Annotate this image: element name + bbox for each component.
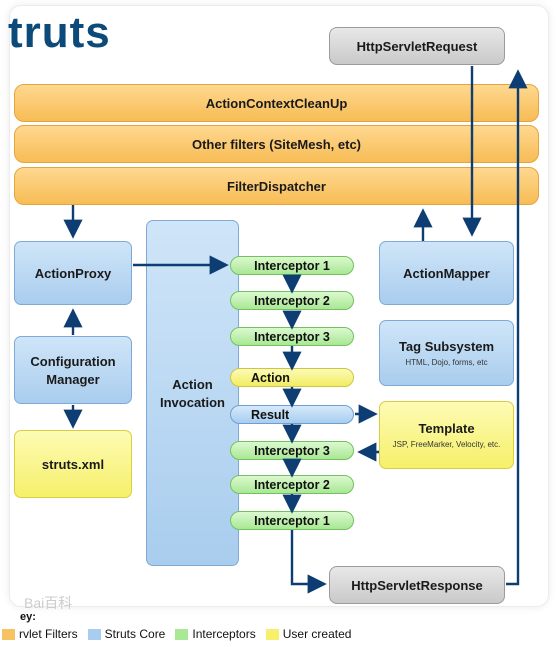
watermark: Bai百科	[24, 595, 73, 611]
legend: rvlet Filters Struts Core Interceptors U…	[0, 626, 351, 642]
legend-swatch-filters	[2, 628, 15, 640]
configuration-manager-line1: Configuration	[30, 353, 116, 369]
http-servlet-request: HttpServletRequest	[329, 27, 505, 65]
action-invocation: Action Invocation	[146, 220, 239, 566]
action-invocation-line2: Invocation	[159, 394, 225, 410]
interceptor-1-top: Interceptor 1	[230, 256, 354, 275]
http-servlet-response: HttpServletResponse	[329, 566, 505, 604]
tag-subsystem-subtitle: HTML, Dojo, forms, etc	[405, 358, 488, 367]
template-title: Template	[418, 421, 475, 436]
interceptor-2-bottom: Interceptor 2	[230, 475, 354, 494]
template: Template JSP, FreeMarker, Velocity, etc.	[379, 401, 514, 469]
result-pill: Result	[230, 405, 354, 424]
legend-label-interceptors: Interceptors	[192, 627, 256, 641]
legend-key: ey:	[20, 611, 36, 623]
legend-swatch-core	[87, 628, 101, 640]
legend-label-filters: rvlet Filters	[19, 627, 78, 641]
tag-subsystem-title: Tag Subsystem	[398, 339, 495, 354]
action-mapper: ActionMapper	[379, 241, 514, 305]
action-context-cleanup-filter: ActionContextCleanUp	[14, 84, 539, 122]
struts-xml: struts.xml	[14, 430, 132, 498]
arrow-response-up	[506, 69, 528, 586]
legend-swatch-user	[265, 628, 279, 640]
legend-swatch-interceptors	[175, 628, 189, 640]
configuration-manager-line2: Manager	[46, 371, 100, 387]
action-invocation-line1: Action	[172, 376, 213, 392]
interceptor-1-bottom: Interceptor 1	[230, 511, 354, 530]
diagram-border	[9, 5, 549, 607]
struts-logo: truts	[8, 8, 111, 57]
interceptor-3-bottom: Interceptor 3	[230, 441, 354, 460]
interceptor-2-top: Interceptor 2	[230, 291, 354, 310]
tag-subsystem: Tag Subsystem HTML, Dojo, forms, etc	[379, 320, 514, 386]
configuration-manager: Configuration Manager	[14, 336, 132, 404]
template-subtitle: JSP, FreeMarker, Velocity, etc.	[392, 440, 501, 449]
legend-label-user: User created	[282, 627, 352, 641]
filter-dispatcher: FilterDispatcher	[14, 167, 539, 205]
other-filters: Other filters (SiteMesh, etc)	[14, 125, 539, 163]
interceptor-3-top: Interceptor 3	[230, 327, 354, 346]
arrow-interceptor-to-response	[290, 530, 327, 594]
legend-label-core: Struts Core	[104, 627, 166, 641]
action-proxy: ActionProxy	[14, 241, 132, 305]
